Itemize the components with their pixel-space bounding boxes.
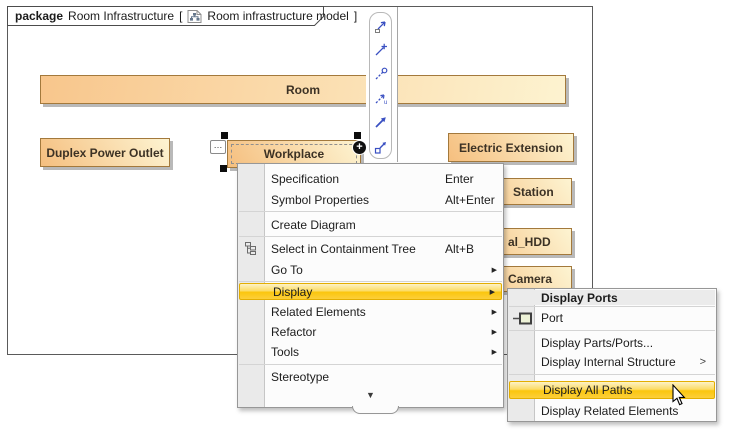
scroll-down-icon: ▼ (366, 390, 375, 400)
bracket-open: [ (179, 9, 183, 23)
submenu-item-port[interactable]: Port (508, 308, 716, 328)
directed-association-icon[interactable] (373, 138, 389, 154)
menu-item-select-in-containment-tree[interactable]: Select in Containment Tree Alt+B (238, 238, 503, 259)
lollipop-interface-icon[interactable] (373, 66, 389, 82)
submenu-gutter (508, 289, 535, 421)
node-station-label: Station (513, 184, 554, 199)
port-icon (513, 312, 532, 325)
submenu-item-display-all-paths[interactable]: Display All Paths (509, 381, 715, 399)
display-submenu: Display Ports Port Display Parts/Ports..… (507, 288, 717, 422)
menu-scroll-down[interactable]: ▼ (238, 388, 503, 402)
add-element-button[interactable]: + (352, 140, 367, 155)
node-electric-extension[interactable]: Electric Extension (448, 133, 574, 162)
diagram-model-name: Room infrastructure model (207, 9, 349, 23)
menu-item-stereotype[interactable]: Stereotype (271, 370, 330, 384)
svg-text:u: u (384, 100, 387, 106)
dependency-arrow-icon[interactable] (373, 114, 389, 130)
usage-arrow-icon[interactable]: u (373, 90, 389, 106)
menu-item-specification[interactable]: Specification Enter (271, 171, 474, 186)
submenu-arrow-icon: ▶ (489, 288, 495, 296)
submenu-arrow-icon: ▶ (491, 266, 497, 274)
submenu-item-display-internal-structure[interactable]: Display Internal Structure > (541, 355, 706, 369)
node-hdd-label: al_HDD (508, 234, 551, 249)
submenu-arrow-icon: ▶ (491, 329, 497, 336)
node-camera-label: Camera (508, 272, 553, 286)
diagram-name: Room Infrastructure (68, 9, 175, 23)
submenu-item-display-related-elements[interactable]: Display Related Elements (541, 403, 679, 418)
submenu-arrow-icon: ▶ (491, 309, 497, 316)
connector-plus-icon[interactable] (373, 42, 389, 58)
menu-item-related-elements[interactable]: Related Elements ▶ (271, 305, 497, 319)
menu-separator (239, 236, 502, 237)
bracket-close: ] (353, 9, 358, 23)
menu-item-create-diagram[interactable]: Create Diagram (271, 217, 356, 232)
selection-handle-top-left[interactable] (221, 132, 228, 139)
compartments-button[interactable]: … (210, 140, 226, 154)
containment-tree-icon (245, 242, 256, 255)
context-menu: Specification Enter Symbol Properties Al… (237, 163, 504, 408)
node-workplace-label: Workplace (263, 147, 325, 161)
selection-handle-bottom-left[interactable] (220, 165, 227, 172)
submenu-item-display-parts-ports[interactable]: Display Parts/Ports... (541, 335, 654, 350)
menu-separator (509, 330, 715, 331)
shortcut-label: Alt+Enter (445, 192, 495, 207)
menu-item-tools[interactable]: Tools ▶ (271, 345, 497, 359)
smart-manipulator-toolbar: u (369, 12, 392, 159)
mouse-cursor-icon (672, 384, 686, 406)
chevron-right-icon: > (699, 356, 706, 368)
submenu-arrow-icon: ▶ (491, 349, 497, 356)
menu-item-symbol-properties[interactable]: Symbol Properties Alt+Enter (271, 192, 495, 207)
node-room[interactable]: Room (40, 75, 566, 104)
menu-scroll-notch (352, 406, 399, 414)
diagram-type-icon (187, 9, 202, 23)
menu-separator (509, 306, 715, 307)
containment-link-icon[interactable] (373, 18, 389, 34)
shortcut-label: Alt+B (445, 241, 475, 256)
diagram-tab[interactable]: package Room Infrastructure [ Room infra… (15, 9, 357, 23)
menu-item-go-to[interactable]: Go To ▶ (271, 262, 497, 277)
shortcut-label: Enter (445, 171, 474, 186)
menu-separator (239, 364, 502, 365)
diagram-tab-outline (7, 6, 324, 26)
menu-separator (509, 374, 715, 375)
menu-separator (239, 211, 502, 212)
selection-handle-top-right[interactable] (354, 132, 361, 139)
menu-item-refactor[interactable]: Refactor ▶ (271, 325, 497, 339)
submenu-item-display-ports[interactable]: Display Ports (509, 290, 715, 305)
diagram-kind-label: package (15, 9, 64, 23)
menu-item-display[interactable]: Display ▶ (239, 283, 502, 300)
node-duplex-power-outlet[interactable]: Duplex Power Outlet (40, 138, 170, 167)
menu-separator (239, 281, 502, 282)
